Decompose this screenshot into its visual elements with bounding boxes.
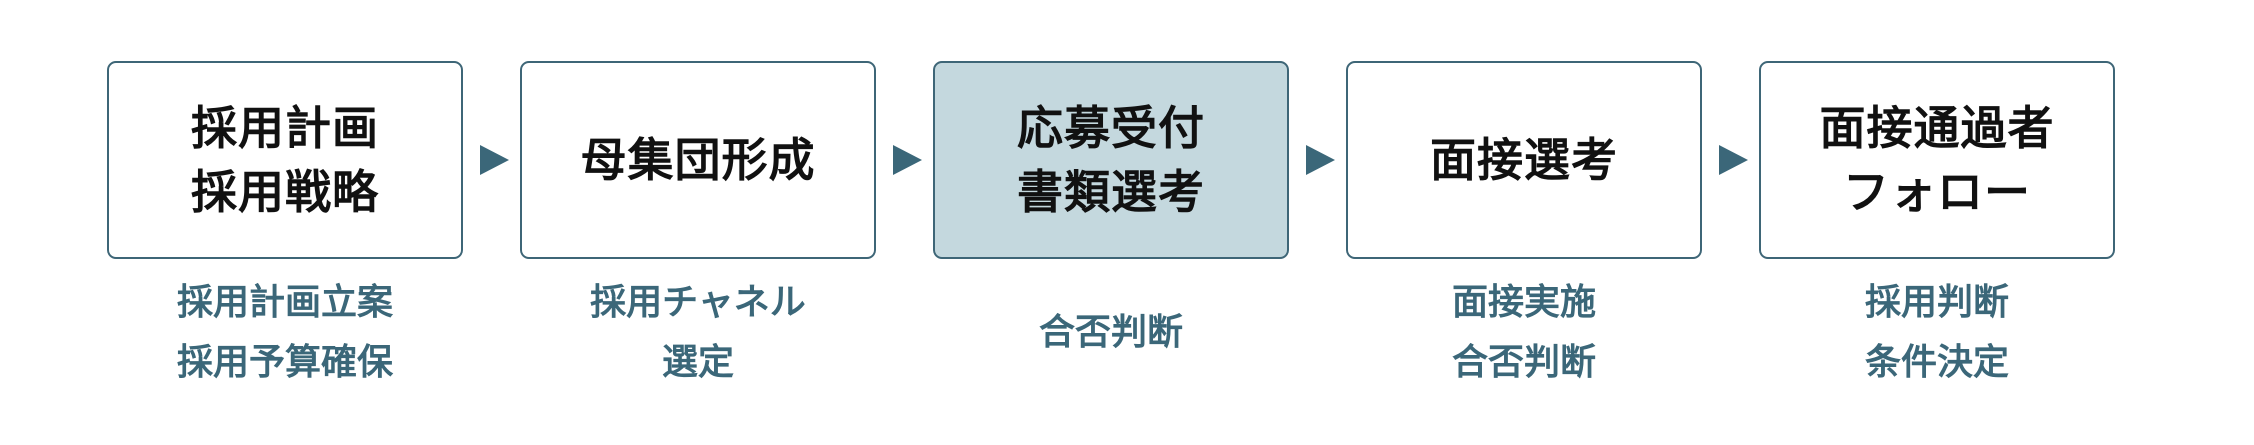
step-title: 書類選考 xyxy=(1017,165,1205,219)
step-title: 応募受付 xyxy=(1017,101,1205,155)
arrow-right-icon xyxy=(480,145,509,175)
step-title: 面接選考 xyxy=(1430,133,1618,187)
flow-step: 面接通過者フォロー採用判断条件決定 xyxy=(1759,61,2115,383)
step-details: 採用計画立案採用予算確保 xyxy=(107,273,463,393)
step-title: 面接通過者 xyxy=(1819,101,2055,155)
arrow-right-icon xyxy=(1719,145,1748,175)
step-box: 母集団形成 xyxy=(520,61,876,259)
step-detail: 合否判断 xyxy=(1451,342,1596,383)
step-title: 母集団形成 xyxy=(580,133,816,187)
step-details: 面接実施合否判断 xyxy=(1346,273,1702,393)
step-detail: 採用計画立案 xyxy=(176,282,393,323)
step-title: 採用戦略 xyxy=(191,165,379,219)
step-box: 採用計画採用戦略 xyxy=(107,61,463,259)
step-details: 採用判断条件決定 xyxy=(1759,273,2115,393)
step-detail: 面接実施 xyxy=(1451,282,1596,323)
arrow-right-icon xyxy=(1306,145,1335,175)
step-detail: 条件決定 xyxy=(1864,342,2009,383)
flow-step: 面接選考面接実施合否判断 xyxy=(1346,61,1702,383)
flow-step: 採用計画採用戦略採用計画立案採用予算確保 xyxy=(107,61,463,383)
step-box: 面接通過者フォロー xyxy=(1759,61,2115,259)
step-details: 合否判断 xyxy=(933,273,1289,393)
flow-step: 母集団形成採用チャネル選定 xyxy=(520,61,876,383)
step-title: フォロー xyxy=(1843,165,2031,219)
step-detail: 合否判断 xyxy=(1038,312,1183,353)
step-title: 採用計画 xyxy=(191,101,379,155)
step-detail: 選定 xyxy=(661,342,734,383)
step-detail: 採用判断 xyxy=(1864,282,2009,323)
step-detail: 採用チャネル xyxy=(590,282,806,323)
step-box: 面接選考 xyxy=(1346,61,1702,259)
step-details: 採用チャネル選定 xyxy=(520,273,876,393)
arrow-right-icon xyxy=(893,145,922,175)
flow-step: 応募受付書類選考合否判断 xyxy=(933,61,1289,353)
step-box: 応募受付書類選考 xyxy=(933,61,1289,259)
step-detail: 採用予算確保 xyxy=(176,342,393,383)
